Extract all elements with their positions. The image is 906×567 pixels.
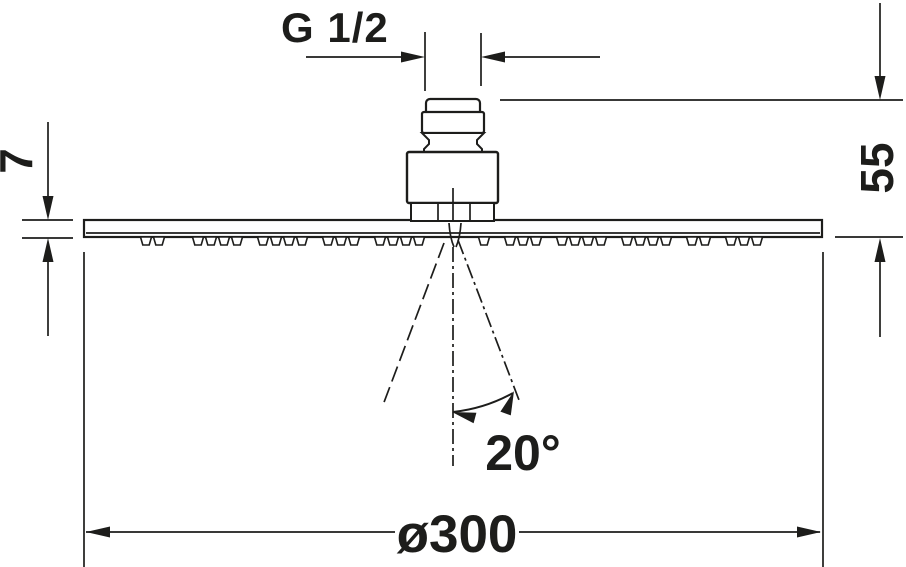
head-height-label: 55: [851, 142, 903, 194]
thread-cap: [420, 110, 486, 135]
diameter-dimension: [83, 252, 824, 567]
connector: [405, 97, 500, 222]
arc-arrow-left: [452, 412, 477, 424]
plate-thickness-label: 7: [0, 131, 42, 191]
thread-dimension: [306, 32, 600, 91]
thickness-dimension: [22, 122, 73, 336]
thread-size-label: G 1/2: [281, 4, 389, 51]
spray-angle-label: 20°: [485, 425, 561, 481]
nozzle-teeth: [139, 236, 764, 246]
angle-arc: [452, 391, 514, 424]
height-dimension: [500, 3, 903, 337]
center-nozzle-cone: [448, 222, 462, 248]
spray-line-right: [457, 239, 520, 401]
spray-line-left: [382, 242, 445, 406]
arc-arrow-right: [500, 391, 514, 416]
shower-plate: [82, 218, 824, 239]
diameter-label: ø300: [396, 505, 518, 564]
connector-neck: [419, 132, 487, 153]
